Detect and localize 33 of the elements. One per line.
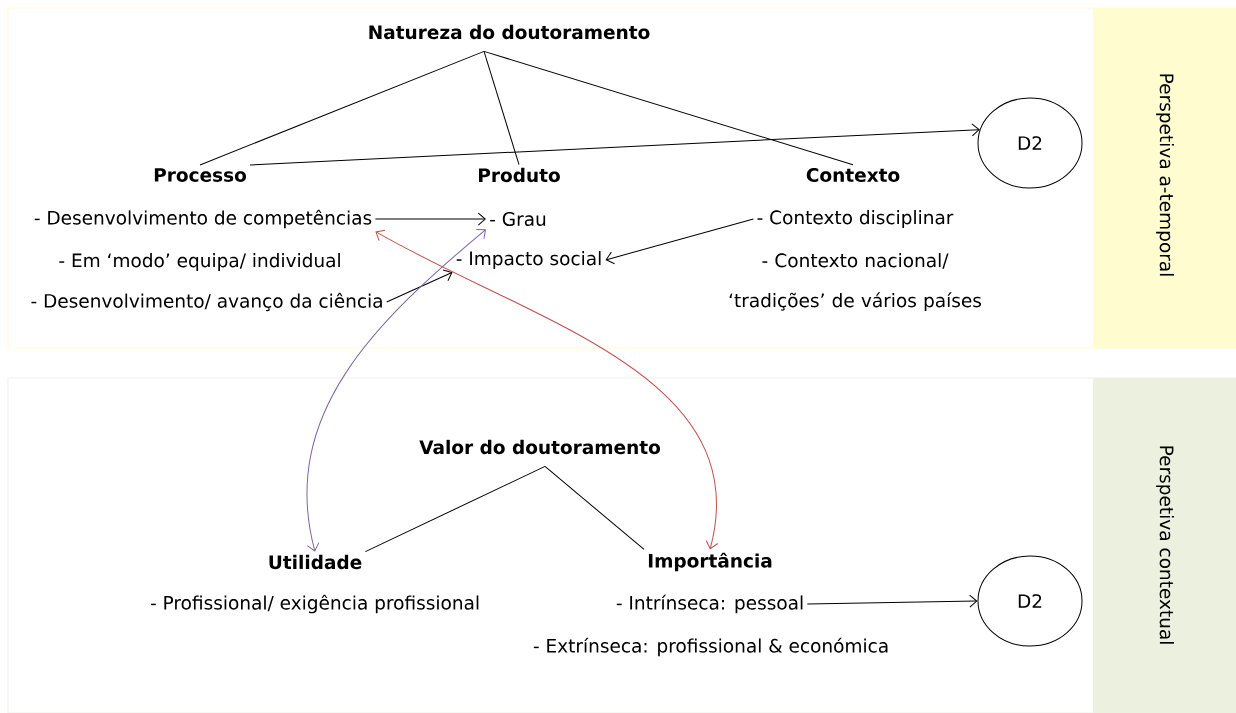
arrow	[605, 218, 754, 265]
arrow	[806, 594, 978, 608]
arrow	[374, 212, 486, 226]
heading: Utilidade	[269, 554, 362, 570]
list-item: - Desenvolvimento/ avanço da ciência	[31, 292, 382, 312]
arrow	[386, 269, 453, 303]
list-item: - Extrínseca: profissional & económica	[533, 637, 888, 657]
list-item: - Contexto nacional/ ‘tradições’ de vários países	[729, 253, 982, 311]
connector-line	[483, 50, 520, 166]
arrow	[375, 229, 719, 550]
connector-line	[544, 465, 645, 550]
list-item: - Grau	[490, 212, 546, 226]
circle-node: D2	[977, 555, 1083, 647]
heading: Produto	[479, 167, 560, 183]
heading: Processo	[154, 168, 247, 182]
side-band: Perspetiva a-temporal	[1093, 8, 1236, 348]
heading: Importância	[648, 552, 772, 572]
heading: Natureza do doutoramento	[369, 24, 650, 40]
list-item: - Contexto disciplinar	[757, 210, 954, 228]
heading: Contexto	[806, 168, 900, 182]
connector-line	[199, 50, 485, 166]
list-item: - Em ‘modo’ equipa/ individual	[59, 253, 340, 271]
side-band: Perspetiva contextual	[1093, 378, 1236, 713]
list-item: - Profissional/ exigência profissional	[150, 594, 479, 614]
list-item: - Intrínseca: pessoal	[616, 594, 803, 614]
arrow	[249, 123, 980, 166]
circle-node: D2	[977, 97, 1083, 189]
connector-line	[364, 465, 546, 553]
list-item: - Desenvolvimento de competências	[34, 209, 372, 229]
heading: Valor do doutoramento	[419, 439, 661, 455]
connector-line	[483, 50, 854, 166]
arrow	[306, 229, 486, 552]
list-item: - Impacto social	[456, 251, 601, 269]
